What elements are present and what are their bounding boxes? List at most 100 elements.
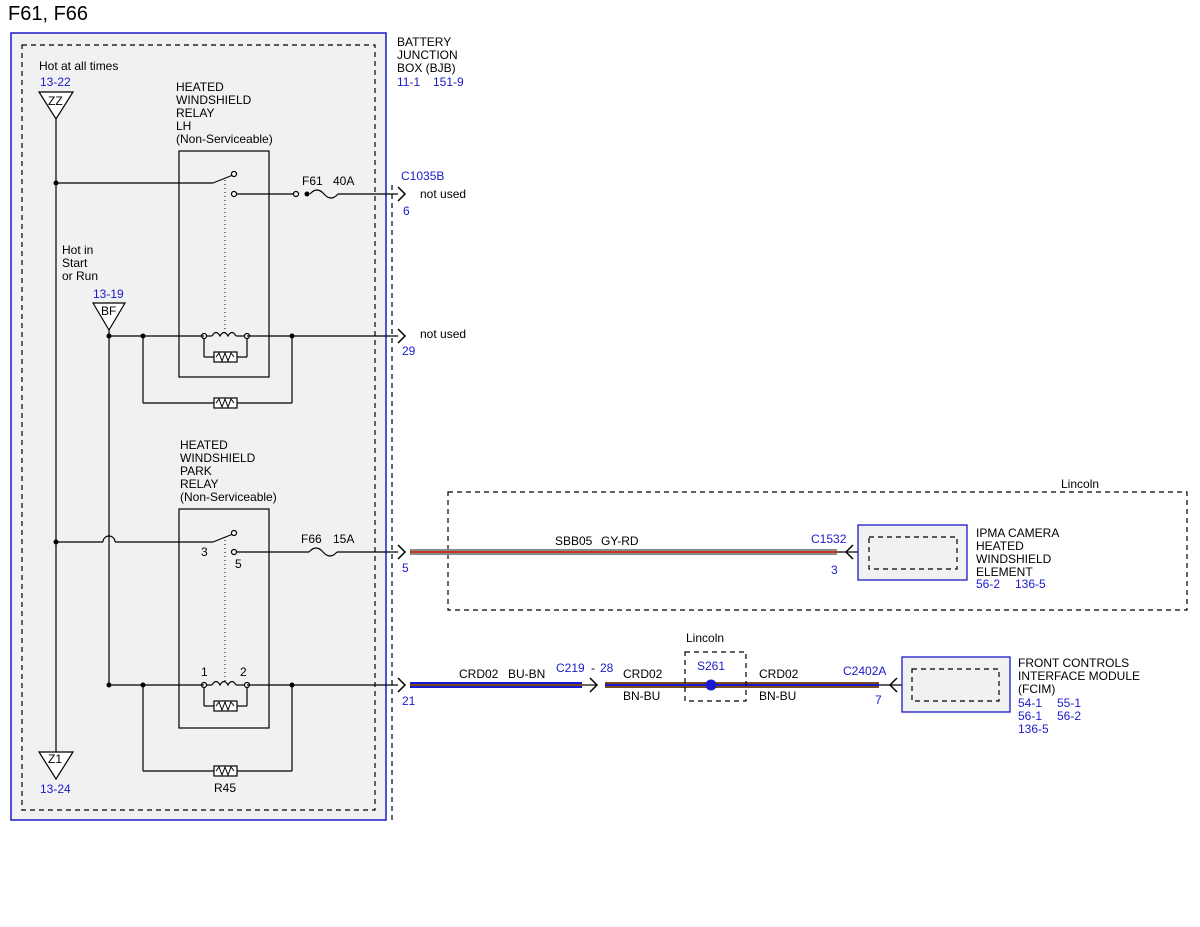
bjb-ref-link[interactable]: 11-1 <box>397 75 420 89</box>
wire-color: GY-RD <box>601 534 639 548</box>
c1532-pin-3: 3 <box>831 563 838 577</box>
ground-z1: Z1 13-24 <box>37 751 75 796</box>
svg-text:HEATED: HEATED <box>976 539 1024 553</box>
svg-text:ZZ: ZZ <box>48 94 63 108</box>
c1035b-pin-29: 29 <box>402 344 416 358</box>
circuit-name: SBB05 <box>555 534 593 548</box>
connector-c1035b[interactable]: C1035B <box>401 169 444 183</box>
fuse-f66-rating: 15A <box>333 532 354 546</box>
ground-ref-link[interactable]: 13-24 <box>40 782 71 796</box>
splice-dot-icon <box>705 679 717 691</box>
fuse-f61-rating: 40A <box>333 174 354 188</box>
svg-text:1: 1 <box>201 665 208 679</box>
fcim-ref-link[interactable]: 55-1 <box>1057 696 1081 710</box>
resistor-icon <box>213 351 238 363</box>
bjb-pin-21: 21 <box>402 694 416 708</box>
connector-c1532[interactable]: C1532 <box>811 532 847 546</box>
svg-text:5: 5 <box>235 557 242 571</box>
fcim-ref-link[interactable]: 56-2 <box>1057 709 1081 723</box>
svg-text:Z1: Z1 <box>48 752 62 766</box>
svg-text:PARK: PARK <box>180 464 212 478</box>
circuit-name: CRD02 <box>623 667 663 681</box>
svg-text:BATTERY: BATTERY <box>397 35 451 49</box>
power-triangle-icon <box>91 302 127 332</box>
wire-color: BU-BN <box>508 667 545 681</box>
resistor-icon <box>213 397 238 409</box>
c1035b-pin-6: 6 <box>403 204 410 218</box>
c219-pin-28: 28 <box>600 661 614 675</box>
ipma-module[interactable] <box>857 524 968 581</box>
svg-text:HEATED: HEATED <box>176 80 224 94</box>
circuit-name: CRD02 <box>459 667 499 681</box>
source-ref-link[interactable]: 13-19 <box>93 287 124 301</box>
splice-s261[interactable]: S261 <box>697 659 725 673</box>
resistor-r45-label: R45 <box>214 781 236 795</box>
lincoln-label: Lincoln <box>1061 477 1099 491</box>
not-used-note: not used <box>420 187 466 201</box>
resistor-r45-icon <box>213 765 238 777</box>
relay-coil-icon <box>211 680 237 687</box>
fuse-f66-name: F66 <box>301 532 322 546</box>
not-used-note: not used <box>420 327 466 341</box>
power-source-zz: Hot at all times 13-22 ZZ <box>37 59 118 121</box>
svg-text:RELAY: RELAY <box>176 106 214 120</box>
relay-lh: HEATED WINDSHIELD RELAY LH (Non-Servicea… <box>176 80 273 378</box>
wire-color: BN-BU <box>623 689 660 703</box>
lincoln-region <box>447 491 1188 611</box>
svg-text:JUNCTION: JUNCTION <box>397 48 458 62</box>
c2402a-pin-7: 7 <box>875 693 882 707</box>
ipma-ref-link[interactable]: 56-2 <box>976 577 1000 591</box>
svg-text:HEATED: HEATED <box>180 438 228 452</box>
svg-text:WINDSHIELD: WINDSHIELD <box>180 451 256 465</box>
fcim-module[interactable] <box>901 656 1011 713</box>
fuse-f61-icon <box>309 189 339 199</box>
wire-color: BN-BU <box>759 689 796 703</box>
svg-text:(Non-Serviceable): (Non-Serviceable) <box>180 490 277 504</box>
fcim-ref-link[interactable]: 54-1 <box>1018 696 1042 710</box>
svg-text:(FCIM): (FCIM) <box>1018 682 1055 696</box>
svg-text:BOX (BJB): BOX (BJB) <box>397 61 456 75</box>
lincoln-label: Lincoln <box>686 631 724 645</box>
svg-text:3: 3 <box>201 545 208 559</box>
svg-text:FRONT CONTROLS: FRONT CONTROLS <box>1018 656 1129 670</box>
connector-c219[interactable]: C219 <box>556 661 585 675</box>
relay-park: HEATED WINDSHIELD PARK RELAY (Non-Servic… <box>178 438 277 729</box>
bjb-pin-5: 5 <box>402 561 409 575</box>
fcim-label: FRONT CONTROLS INTERFACE MODULE (FCIM) 5… <box>1018 656 1140 736</box>
bjb-label: BATTERY JUNCTION BOX (BJB) 11-1 151-9 <box>397 35 464 89</box>
svg-text:ELEMENT: ELEMENT <box>976 565 1033 579</box>
svg-text:-: - <box>591 661 595 675</box>
svg-text:2: 2 <box>240 665 247 679</box>
svg-text:IPMA CAMERA: IPMA CAMERA <box>976 526 1059 540</box>
svg-text:RELAY: RELAY <box>180 477 218 491</box>
splice-region <box>684 651 747 702</box>
relay-coil-icon <box>211 331 237 338</box>
ipma-label: IPMA CAMERA HEATED WINDSHIELD ELEMENT 56… <box>976 526 1059 591</box>
fuse-f66-icon <box>308 547 338 557</box>
bjb-ref-link[interactable]: 151-9 <box>433 75 464 89</box>
connector-c2402a[interactable]: C2402A <box>843 664 886 678</box>
ground-triangle-icon <box>37 751 75 781</box>
svg-text:Start: Start <box>62 256 88 270</box>
page-title: F61, F66 <box>8 3 88 25</box>
svg-text:Hot at all times: Hot at all times <box>39 59 118 73</box>
svg-text:WINDSHIELD: WINDSHIELD <box>976 552 1052 566</box>
resistor-icon <box>213 700 238 712</box>
fcim-ref-link[interactable]: 136-5 <box>1018 722 1049 736</box>
source-ref-link[interactable]: 13-22 <box>40 75 71 89</box>
fuse-f61-name: F61 <box>302 174 323 188</box>
svg-text:LH: LH <box>176 119 191 133</box>
svg-text:or Run: or Run <box>62 269 98 283</box>
svg-text:Hot in: Hot in <box>62 243 93 257</box>
power-source-bf: Hot in Start or Run 13-19 BF <box>62 243 127 332</box>
circuit-name: CRD02 <box>759 667 799 681</box>
fcim-ref-link[interactable]: 56-1 <box>1018 709 1042 723</box>
svg-text:INTERFACE MODULE: INTERFACE MODULE <box>1018 669 1140 683</box>
svg-text:WINDSHIELD: WINDSHIELD <box>176 93 252 107</box>
power-triangle-icon <box>37 91 75 121</box>
svg-text:(Non-Serviceable): (Non-Serviceable) <box>176 132 273 146</box>
svg-text:BF: BF <box>101 304 116 318</box>
ipma-ref-link[interactable]: 136-5 <box>1015 577 1046 591</box>
bjb-outline <box>10 32 387 821</box>
